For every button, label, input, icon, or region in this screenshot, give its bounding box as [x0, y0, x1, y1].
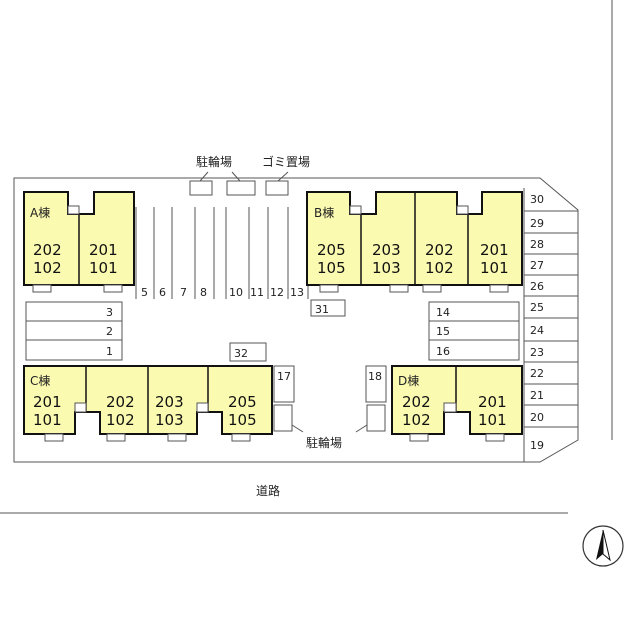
- leader: [199, 171, 209, 182]
- svg-text:102: 102: [33, 259, 62, 277]
- svg-text:20: 20: [530, 411, 544, 424]
- parking-31: [310, 299, 346, 317]
- parking-14-16: 14 15 16: [428, 301, 520, 361]
- garbage-area: [265, 180, 289, 196]
- bike-rack-top-2: [226, 180, 256, 196]
- parking-17-label: 17: [277, 370, 291, 383]
- parking-32-label: 32: [234, 347, 248, 360]
- svg-text:102: 102: [425, 259, 454, 277]
- svg-text:202: 202: [425, 241, 454, 259]
- svg-text:101: 101: [33, 411, 62, 429]
- building-a: A棟 202 102 201 101: [23, 191, 135, 293]
- svg-text:7: 7: [180, 286, 187, 299]
- leader: [291, 424, 304, 433]
- svg-text:202: 202: [106, 393, 135, 411]
- svg-text:11: 11: [250, 286, 264, 299]
- north-arrow-icon: [582, 525, 624, 567]
- svg-text:6: 6: [159, 286, 166, 299]
- svg-text:23: 23: [530, 346, 544, 359]
- svg-text:22: 22: [530, 367, 544, 380]
- svg-text:12: 12: [270, 286, 284, 299]
- bicycle-parking-label-bottom: 駐輪場: [306, 435, 342, 450]
- leader: [277, 171, 289, 182]
- parking-10-13: 10 11 12 13: [225, 207, 309, 299]
- parking-31-label: 31: [315, 303, 329, 316]
- svg-text:101: 101: [89, 259, 118, 277]
- svg-text:13: 13: [290, 286, 304, 299]
- svg-text:10: 10: [229, 286, 243, 299]
- svg-text:202: 202: [33, 241, 62, 259]
- svg-text:101: 101: [478, 411, 507, 429]
- svg-text:203: 203: [372, 241, 401, 259]
- svg-text:26: 26: [530, 280, 544, 293]
- parking-19-30: 30 29 28 27 26 25 24 23 22 21 20 19: [523, 188, 578, 462]
- svg-text:201: 201: [89, 241, 118, 259]
- building-b: B棟 205 105 203 103 202 102 201 101: [306, 191, 523, 293]
- svg-text:105: 105: [228, 411, 257, 429]
- svg-text:1: 1: [106, 345, 113, 358]
- svg-text:19: 19: [530, 439, 544, 452]
- svg-text:29: 29: [530, 217, 544, 230]
- svg-text:103: 103: [155, 411, 184, 429]
- bicycle-parking-label-top: 駐輪場: [196, 154, 232, 169]
- svg-text:27: 27: [530, 259, 544, 272]
- lot-boundary: [13, 177, 579, 463]
- svg-text:14: 14: [436, 306, 450, 319]
- svg-text:2: 2: [106, 325, 113, 338]
- svg-text:16: 16: [436, 345, 450, 358]
- parking-32: [229, 342, 267, 362]
- garbage-label: ゴミ置場: [262, 154, 310, 169]
- svg-text:25: 25: [530, 301, 544, 314]
- parking-17: [273, 365, 295, 403]
- svg-text:205: 205: [228, 393, 257, 411]
- svg-text:103: 103: [372, 259, 401, 277]
- leader: [231, 171, 241, 182]
- building-c: C棟 201 101 202 102 203 103 205 105: [23, 365, 273, 442]
- road-label: 道路: [256, 483, 280, 498]
- svg-text:105: 105: [317, 259, 346, 277]
- svg-text:24: 24: [530, 324, 544, 337]
- bike-rack-bottom-1: [273, 404, 293, 432]
- svg-text:102: 102: [106, 411, 135, 429]
- svg-text:201: 201: [480, 241, 509, 259]
- svg-text:21: 21: [530, 389, 544, 402]
- building-d-name: D棟: [398, 373, 419, 388]
- svg-text:28: 28: [530, 238, 544, 251]
- svg-text:205: 205: [317, 241, 346, 259]
- parking-1-3: 3 2 1: [25, 301, 123, 361]
- svg-text:101: 101: [480, 259, 509, 277]
- building-c-name: C棟: [30, 373, 50, 388]
- svg-text:102: 102: [402, 411, 431, 429]
- svg-text:15: 15: [436, 325, 450, 338]
- parking-18: [365, 365, 387, 403]
- parking-5-8: 5 6 7 8: [135, 207, 215, 299]
- svg-text:203: 203: [155, 393, 184, 411]
- svg-text:3: 3: [106, 306, 113, 319]
- building-a-name: A棟: [30, 205, 50, 220]
- svg-text:5: 5: [141, 286, 148, 299]
- leader: [355, 424, 368, 433]
- svg-text:201: 201: [33, 393, 62, 411]
- svg-text:201: 201: [478, 393, 507, 411]
- svg-text:8: 8: [200, 286, 207, 299]
- bike-rack-bottom-2: [366, 404, 386, 432]
- parking-18-label: 18: [368, 370, 382, 383]
- svg-text:30: 30: [530, 193, 544, 206]
- bike-rack-top-1: [189, 180, 213, 196]
- svg-text:202: 202: [402, 393, 431, 411]
- building-d: D棟 202 102 201 101: [391, 365, 523, 442]
- building-b-name: B棟: [314, 205, 334, 220]
